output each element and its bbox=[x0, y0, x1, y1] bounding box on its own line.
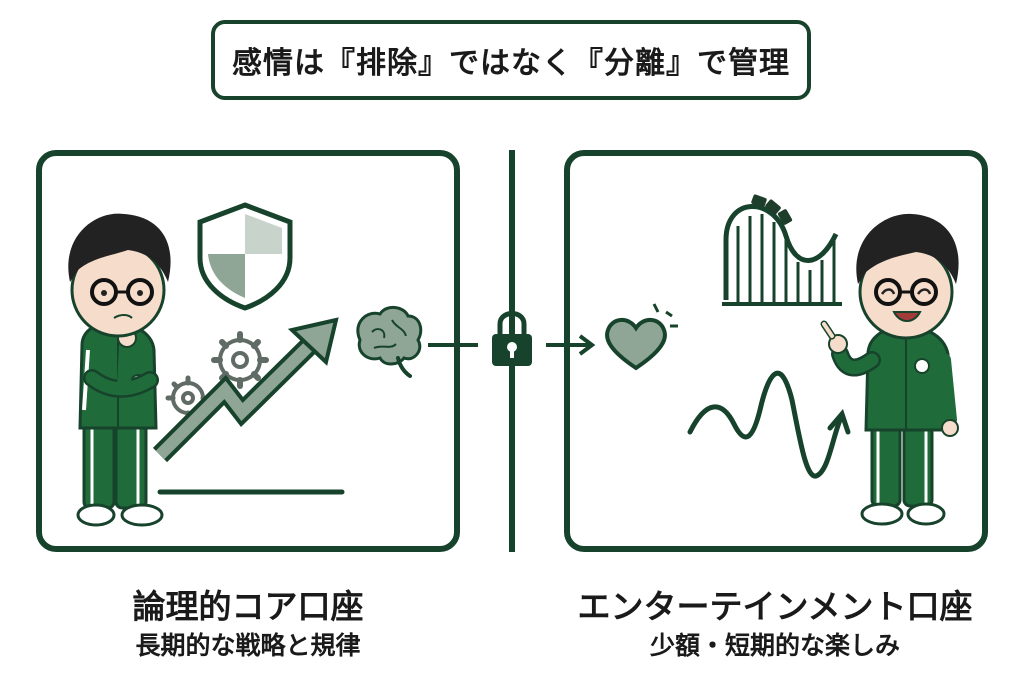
lock-icon bbox=[492, 311, 532, 366]
thinking-character bbox=[68, 213, 171, 527]
brain-icon bbox=[356, 306, 423, 378]
heart-icon bbox=[605, 303, 678, 371]
right-panel-title: エンターテインメント口座 bbox=[577, 587, 973, 626]
pointing-character bbox=[820, 213, 959, 526]
trend-arrow-icon bbox=[152, 317, 339, 463]
title-banner: 感情は『排除』ではなく『分離』で管理 bbox=[211, 20, 811, 100]
left-panel-subtitle: 長期的な戦略と規律 bbox=[135, 631, 361, 660]
gear-icon bbox=[211, 331, 269, 389]
right-panel-subtitle: 少額・短期的な楽しみ bbox=[649, 631, 900, 660]
page-title: 感情は『排除』ではなく『分離』で管理 bbox=[232, 46, 790, 81]
roller-coaster-icon bbox=[722, 194, 842, 306]
left-panel-title: 論理的コア口座 bbox=[132, 587, 364, 626]
connector-arrow-right bbox=[546, 334, 596, 356]
wave-arrow-icon bbox=[687, 371, 851, 479]
shield-icon bbox=[197, 202, 293, 311]
